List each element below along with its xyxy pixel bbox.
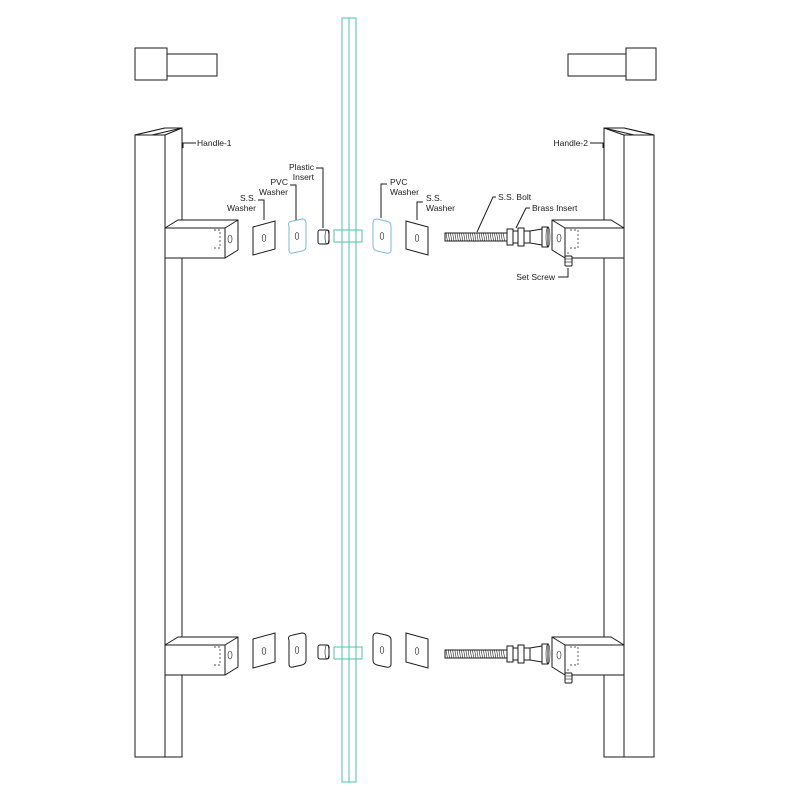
bolt-thread [474, 649, 477, 659]
bolt-thread [452, 649, 455, 659]
bolt-thread [454, 232, 457, 242]
ss-washer-right-top [405, 220, 429, 256]
bolt-thread [450, 232, 453, 242]
pvc-washer-right-top [372, 218, 392, 254]
bolt-thread [458, 232, 461, 242]
ss-washer-right-label-line1: S.S. [426, 193, 442, 203]
bolt-thread [502, 649, 505, 659]
pvc-washer-left-label-line2: Washer [259, 187, 288, 197]
bolt-thread [478, 232, 481, 242]
bolt-thread [463, 649, 466, 659]
bolt-thread [498, 649, 501, 659]
bolt-thread [498, 232, 501, 242]
bolt-thread [454, 649, 457, 659]
bolt-thread [494, 232, 497, 242]
bolt-thread [502, 232, 505, 242]
brass-insert-top [529, 226, 551, 248]
end-cap-left [134, 47, 218, 81]
plastic-insert-left-top [317, 229, 330, 245]
set-screw-bottom [564, 672, 573, 684]
ss-washer-left-label-line2: Washer [227, 203, 256, 213]
bolt-thread [472, 649, 475, 659]
bolt-thread [469, 232, 472, 242]
bolt-thread [450, 649, 453, 659]
bolt-thread [445, 649, 448, 659]
pvc-washer-left-bottom [288, 632, 307, 668]
bolt-thread [487, 232, 490, 242]
bolt-thread [469, 649, 472, 659]
set-screw-label: Set Screw [516, 272, 556, 282]
handle-2-bar [603, 127, 655, 758]
handle-1-label: Handle-1 [197, 138, 232, 148]
bolt-thread [483, 232, 486, 242]
bolt-thread [452, 232, 455, 242]
pvc-washer-left-top [288, 218, 307, 254]
bolt-thread [447, 649, 450, 659]
handle-2-label: Handle-2 [554, 138, 589, 148]
bolt-thread [474, 232, 477, 242]
standoff-block-left-bottom [164, 636, 239, 676]
glass-panel [333, 17, 363, 783]
handle-1-bar [134, 127, 183, 758]
pvc-washer-right-label-line2: Washer [390, 187, 419, 197]
ss-bolt-label: S.S. Bolt [498, 192, 532, 202]
bolt-thread [478, 649, 481, 659]
bolt-thread [461, 232, 464, 242]
brass-insert-label: Brass Insert [532, 203, 578, 213]
ss-washer-right-bottom [405, 632, 429, 669]
ss-washer-left-top [252, 220, 276, 256]
bolt-thread [472, 232, 475, 242]
bolt-thread [458, 649, 461, 659]
ss-washer-left-label-line1: S.S. [240, 193, 256, 203]
plastic-insert-left-bottom [317, 644, 330, 660]
bolt-thread [494, 649, 497, 659]
bolt-thread [500, 649, 503, 659]
bolt-thread [456, 232, 459, 242]
bolt-thread [485, 649, 488, 659]
bolt-thread [480, 649, 483, 659]
bolt-thread [465, 232, 468, 242]
bolt-thread [456, 649, 459, 659]
plastic-insert-label-line1: Plastic [289, 162, 315, 172]
standoff-block-right-bottom [551, 636, 625, 679]
bolt-thread [487, 649, 490, 659]
bolt-thread [496, 649, 499, 659]
bolt-thread [463, 232, 466, 242]
bolt-thread [461, 649, 464, 659]
bolt-thread [489, 649, 492, 659]
brass-insert-bottom [529, 643, 551, 665]
bolt-thread [465, 649, 468, 659]
ss-washer-right-label-line2: Washer [426, 203, 455, 213]
bolt-thread [447, 232, 450, 242]
ss-washer-left-bottom [252, 632, 276, 669]
bolt-thread [485, 232, 488, 242]
bolt-thread [489, 232, 492, 242]
plastic-insert-label-line2: Insert [293, 172, 315, 182]
bolt-thread [476, 232, 479, 242]
standoff-block-left-top [164, 219, 239, 259]
end-cap-right [567, 47, 657, 81]
ss-bolt-bottom [444, 644, 531, 664]
bolt-thread [480, 232, 483, 242]
bolt-thread [496, 232, 499, 242]
bolt-thread [467, 232, 470, 242]
labels: Handle-1 Handle-2 Plastic Insert PVC Was… [197, 138, 588, 282]
bolt-thread [500, 232, 503, 242]
bolt-thread [491, 649, 494, 659]
ss-bolt-top [444, 227, 531, 247]
set-screw-top [564, 255, 573, 267]
bolt-thread [467, 649, 470, 659]
pvc-washer-right-bottom [372, 632, 392, 668]
bolt-thread [483, 649, 486, 659]
pvc-washer-right-label-line1: PVC [390, 177, 407, 187]
bolt-thread [445, 232, 448, 242]
bolt-thread [476, 649, 479, 659]
bolt-thread [491, 232, 494, 242]
pvc-washer-left-label-line1: PVC [271, 177, 288, 187]
standoff-block-right-top [551, 219, 625, 262]
leader-lines [182, 142, 604, 278]
